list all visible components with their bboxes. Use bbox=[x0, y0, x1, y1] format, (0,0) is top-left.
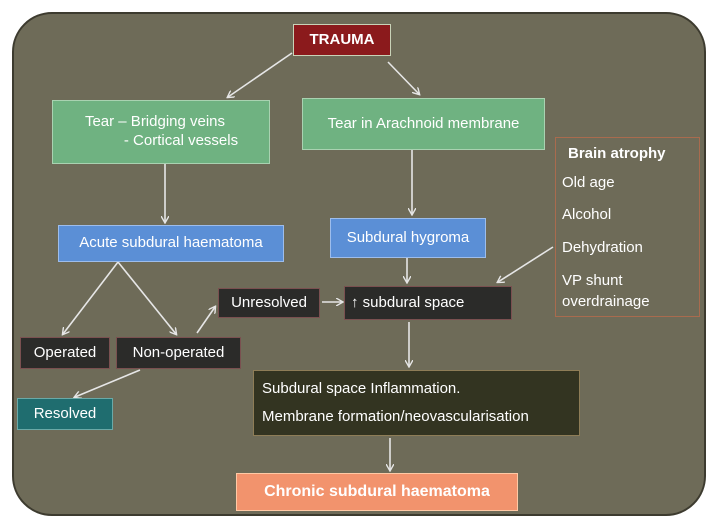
node-resolved: Resolved bbox=[17, 398, 113, 430]
node-resolved-label: Resolved bbox=[33, 404, 97, 422]
atrophy-cause-vp-shunt: VP shunt bbox=[562, 272, 623, 289]
node-tear-bridging-line1: Tear – Bridging veins bbox=[84, 113, 226, 131]
node-subdural-space: ↑ subdural space bbox=[344, 286, 512, 320]
atrophy-cause-dehydration: Dehydration bbox=[562, 239, 643, 256]
node-trauma-label: TRAUMA bbox=[309, 30, 375, 48]
node-tear-bridging-line2: - Cortical vessels bbox=[123, 132, 239, 149]
node-subdural-hygroma-label: Subdural hygroma bbox=[346, 228, 470, 246]
node-unresolved-label: Unresolved bbox=[231, 293, 307, 311]
node-unresolved: Unresolved bbox=[218, 288, 320, 318]
node-acute-sdh-label: Acute subdural haematoma bbox=[79, 234, 263, 252]
node-tear-bridging: Tear – Bridging veins - Cortical vessels bbox=[52, 100, 270, 164]
node-operated: Operated bbox=[20, 337, 110, 369]
node-tear-arachnoid-label: Tear in Arachnoid membrane bbox=[327, 114, 520, 132]
node-chronic-sdh-label: Chronic subdural haematoma bbox=[264, 483, 490, 500]
node-brain-atrophy: Brain atrophy Old age Alcohol Dehydratio… bbox=[555, 137, 700, 317]
node-subdural-space-label: ↑ subdural space bbox=[351, 293, 465, 311]
node-tear-arachnoid: Tear in Arachnoid membrane bbox=[302, 98, 545, 150]
node-inflammation-line2: Membrane formation/neovascularisation bbox=[262, 407, 529, 425]
node-acute-sdh: Acute subdural haematoma bbox=[58, 225, 284, 262]
node-subdural-hygroma: Subdural hygroma bbox=[330, 218, 486, 258]
node-non-operated-label: Non-operated bbox=[132, 343, 225, 361]
node-non-operated: Non-operated bbox=[116, 337, 241, 369]
node-inflammation-line1: Subdural space Inflammation. bbox=[262, 379, 461, 397]
atrophy-cause-old-age: Old age bbox=[562, 174, 615, 191]
node-trauma: TRAUMA bbox=[293, 24, 391, 56]
node-inflammation: Subdural space Inflammation. Membrane fo… bbox=[253, 370, 580, 436]
node-operated-label: Operated bbox=[33, 343, 97, 361]
atrophy-cause-overdrainage: overdrainage bbox=[562, 293, 650, 310]
node-chronic-sdh: Chronic subdural haematoma bbox=[236, 473, 518, 511]
brain-atrophy-title: Brain atrophy bbox=[568, 145, 666, 162]
atrophy-cause-alcohol: Alcohol bbox=[562, 206, 612, 223]
